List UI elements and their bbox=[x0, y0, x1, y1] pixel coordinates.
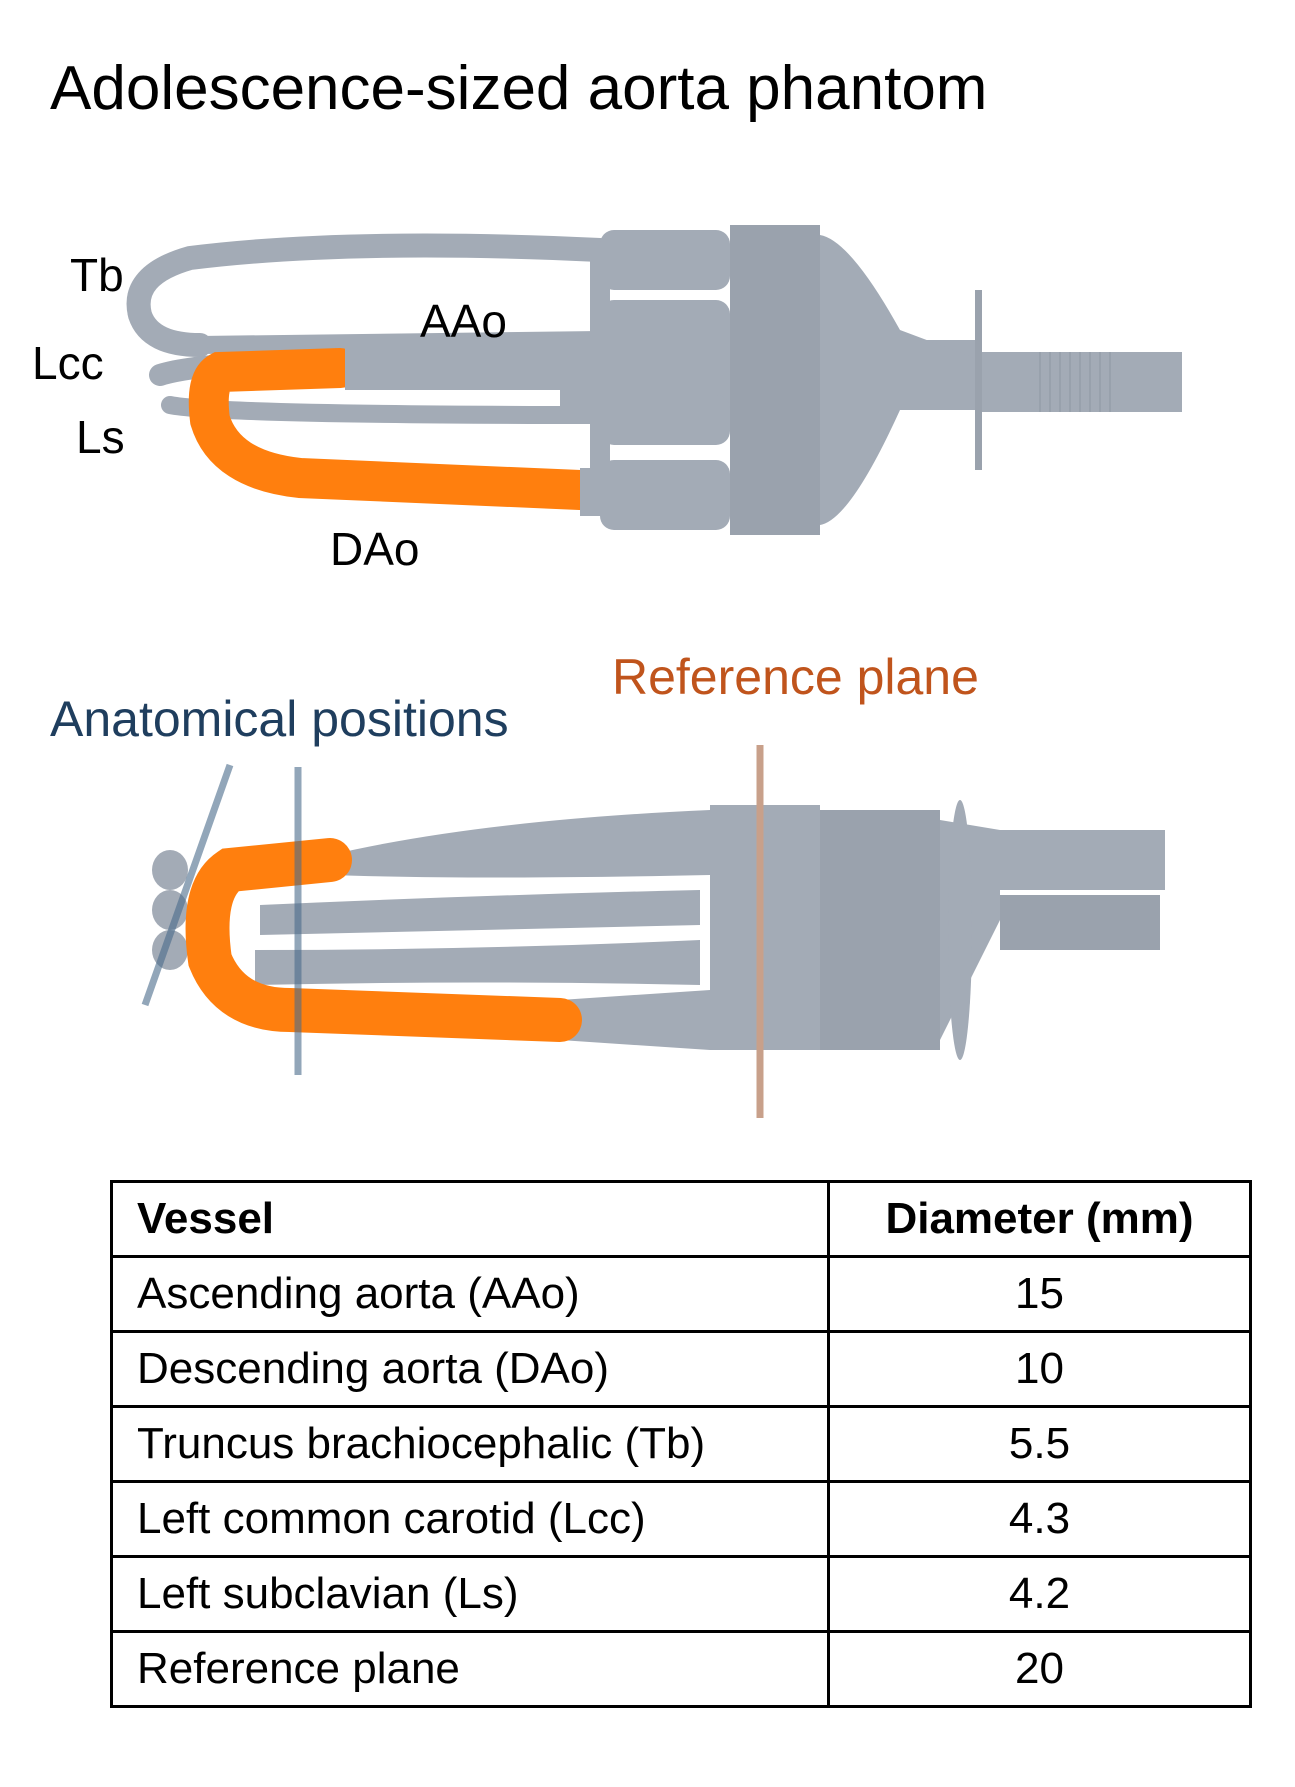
anatomical-plane-oblique bbox=[141, 763, 234, 1007]
vessel-name: Descending aorta (DAo) bbox=[110, 1330, 830, 1408]
header-diameter: Diameter (mm) bbox=[827, 1180, 1252, 1258]
top-view-phantom-model bbox=[126, 225, 1182, 535]
vessel-diameter: 5.5 bbox=[827, 1405, 1252, 1483]
aorta-orange-segment-3d bbox=[185, 838, 582, 1042]
label-tb: Tb bbox=[70, 249, 124, 301]
reference-plane-label: Reference plane bbox=[612, 649, 979, 705]
vessel-diameter: 10 bbox=[827, 1330, 1252, 1408]
manifold-body bbox=[560, 225, 1182, 535]
vessel-diameter: 15 bbox=[827, 1255, 1252, 1333]
vessel-name: Left common carotid (Lcc) bbox=[110, 1480, 830, 1558]
vessel-name: Ascending aorta (AAo) bbox=[110, 1255, 830, 1333]
table-row: Reference plane 20 bbox=[110, 1630, 1252, 1708]
header-vessel: Vessel bbox=[110, 1180, 830, 1258]
vessel-name: Reference plane bbox=[110, 1630, 830, 1708]
label-lcc: Lcc bbox=[32, 337, 104, 389]
table-row: Ascending aorta (AAo) 15 bbox=[110, 1255, 1252, 1333]
vessel-diameter: 4.2 bbox=[827, 1555, 1252, 1633]
manifold-body-3d bbox=[152, 800, 1165, 1060]
table-row: Truncus brachiocephalic (Tb) 5.5 bbox=[110, 1405, 1252, 1483]
vessel-name: Left subclavian (Ls) bbox=[110, 1555, 830, 1633]
vessel-diameter-table: Vessel Diameter (mm) Ascending aorta (AA… bbox=[110, 1180, 1252, 1708]
table-row: Left common carotid (Lcc) 4.3 bbox=[110, 1480, 1252, 1558]
table-header-row: Vessel Diameter (mm) bbox=[110, 1180, 1252, 1258]
anatomical-positions-label: Anatomical positions bbox=[50, 691, 509, 747]
vessel-diameter: 20 bbox=[827, 1630, 1252, 1708]
label-ls: Ls bbox=[76, 411, 125, 463]
perspective-phantom-model bbox=[141, 745, 1165, 1118]
label-dao: DAo bbox=[330, 523, 420, 575]
figure-title: Adolescence-sized aorta phantom bbox=[50, 54, 988, 123]
table-row: Descending aorta (DAo) 10 bbox=[110, 1330, 1252, 1408]
vessel-name: Truncus brachiocephalic (Tb) bbox=[110, 1405, 830, 1483]
vessel-diameter: 4.3 bbox=[827, 1480, 1252, 1558]
table-row: Left subclavian (Ls) 4.2 bbox=[110, 1555, 1252, 1633]
aorta-orange-segment bbox=[188, 348, 600, 510]
label-aao: AAo bbox=[420, 295, 507, 347]
